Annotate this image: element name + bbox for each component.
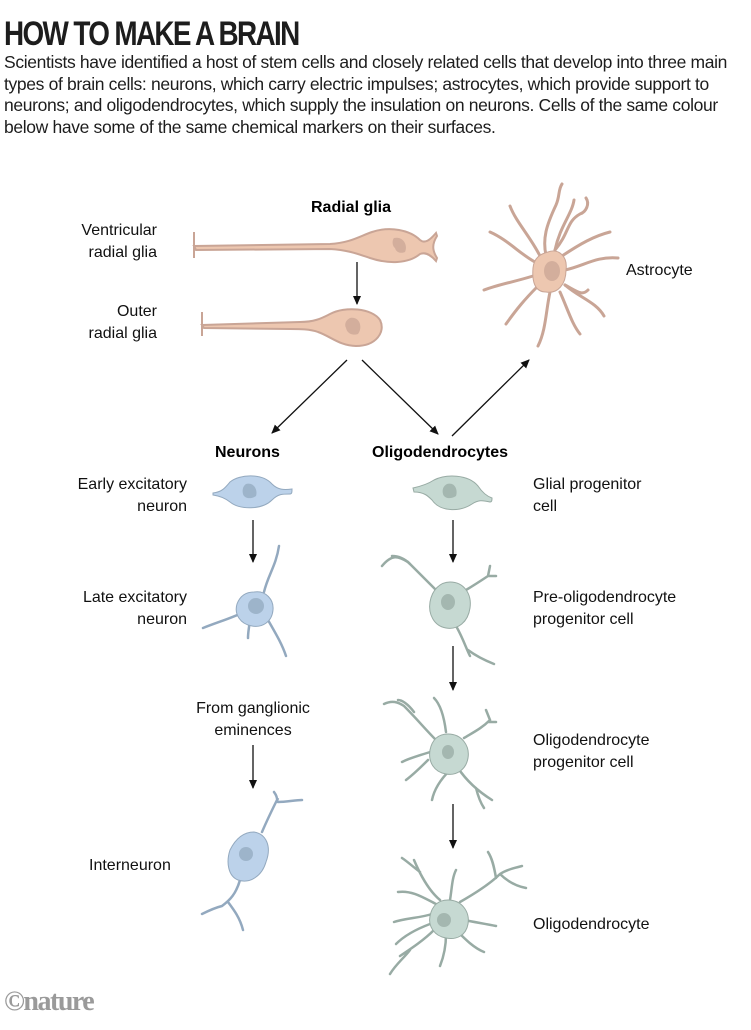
group-header-oligodendrocytes: Oligodendrocytes bbox=[372, 444, 509, 461]
label-oligodendrocyte-progenitor-cell: Oligodendrocyte progenitor cell bbox=[533, 732, 650, 771]
label-glial-progenitor-cell: Glial progenitor cell bbox=[533, 476, 642, 515]
label-early-excitatory-neuron: Early excitatory neuron bbox=[77, 476, 187, 515]
glial-progenitor-cell bbox=[412, 475, 493, 510]
arrow-to-astrocyte bbox=[451, 359, 530, 437]
arrow-org-to-neurons bbox=[271, 359, 348, 434]
intro-text: Scientists have identified a host of ste… bbox=[4, 52, 728, 137]
page-title: HOW TO MAKE A BRAIN bbox=[4, 15, 300, 53]
label-astrocyte: Astrocyte bbox=[626, 262, 693, 279]
outer-radial-glia-cell bbox=[200, 308, 383, 348]
label-interneuron: Interneuron bbox=[89, 857, 171, 874]
label-late-excitatory-neuron: Late excitatory neuron bbox=[82, 589, 187, 628]
oligodendrocyte-cell bbox=[388, 850, 528, 976]
interneuron-cell bbox=[200, 790, 304, 932]
arrow-org-to-oligodendrocytes bbox=[361, 359, 439, 435]
ventricular-radial-glia-cell bbox=[192, 228, 439, 264]
late-excitatory-neuron-cell bbox=[201, 544, 288, 658]
nature-credit-logo: ©nature bbox=[4, 986, 95, 1017]
oligodendrocyte-progenitor-cell bbox=[382, 696, 498, 810]
group-header-neurons: Neurons bbox=[215, 444, 280, 461]
label-ganglionic-eminences: From ganglionic eminences bbox=[196, 700, 310, 739]
pre-oligodendrocyte-progenitor-cell bbox=[380, 554, 498, 666]
label-outer-radial-glia: Outer radial glia bbox=[88, 303, 157, 342]
label-ventricular-radial-glia: Ventricular radial glia bbox=[81, 222, 157, 261]
early-excitatory-neuron-cell bbox=[212, 475, 293, 509]
group-header-radial-glia: Radial glia bbox=[311, 199, 392, 216]
label-oligodendrocyte: Oligodendrocyte bbox=[533, 916, 650, 933]
astrocyte-cell bbox=[482, 182, 620, 348]
label-pre-oligodendrocyte-progenitor-cell: Pre-oligodendrocyte progenitor cell bbox=[533, 589, 677, 628]
